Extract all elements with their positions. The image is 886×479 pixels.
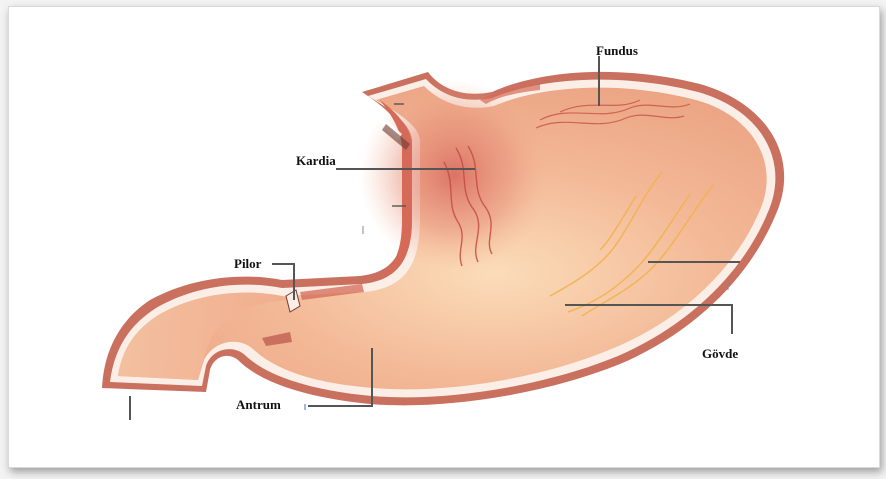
label-govde: Gövde xyxy=(702,347,738,360)
label-antrum: Antrum xyxy=(236,398,281,411)
label-kardia: Kardia xyxy=(296,154,336,167)
label-pilor: Pilor xyxy=(234,257,261,270)
label-fundus: Fundus xyxy=(596,44,638,57)
